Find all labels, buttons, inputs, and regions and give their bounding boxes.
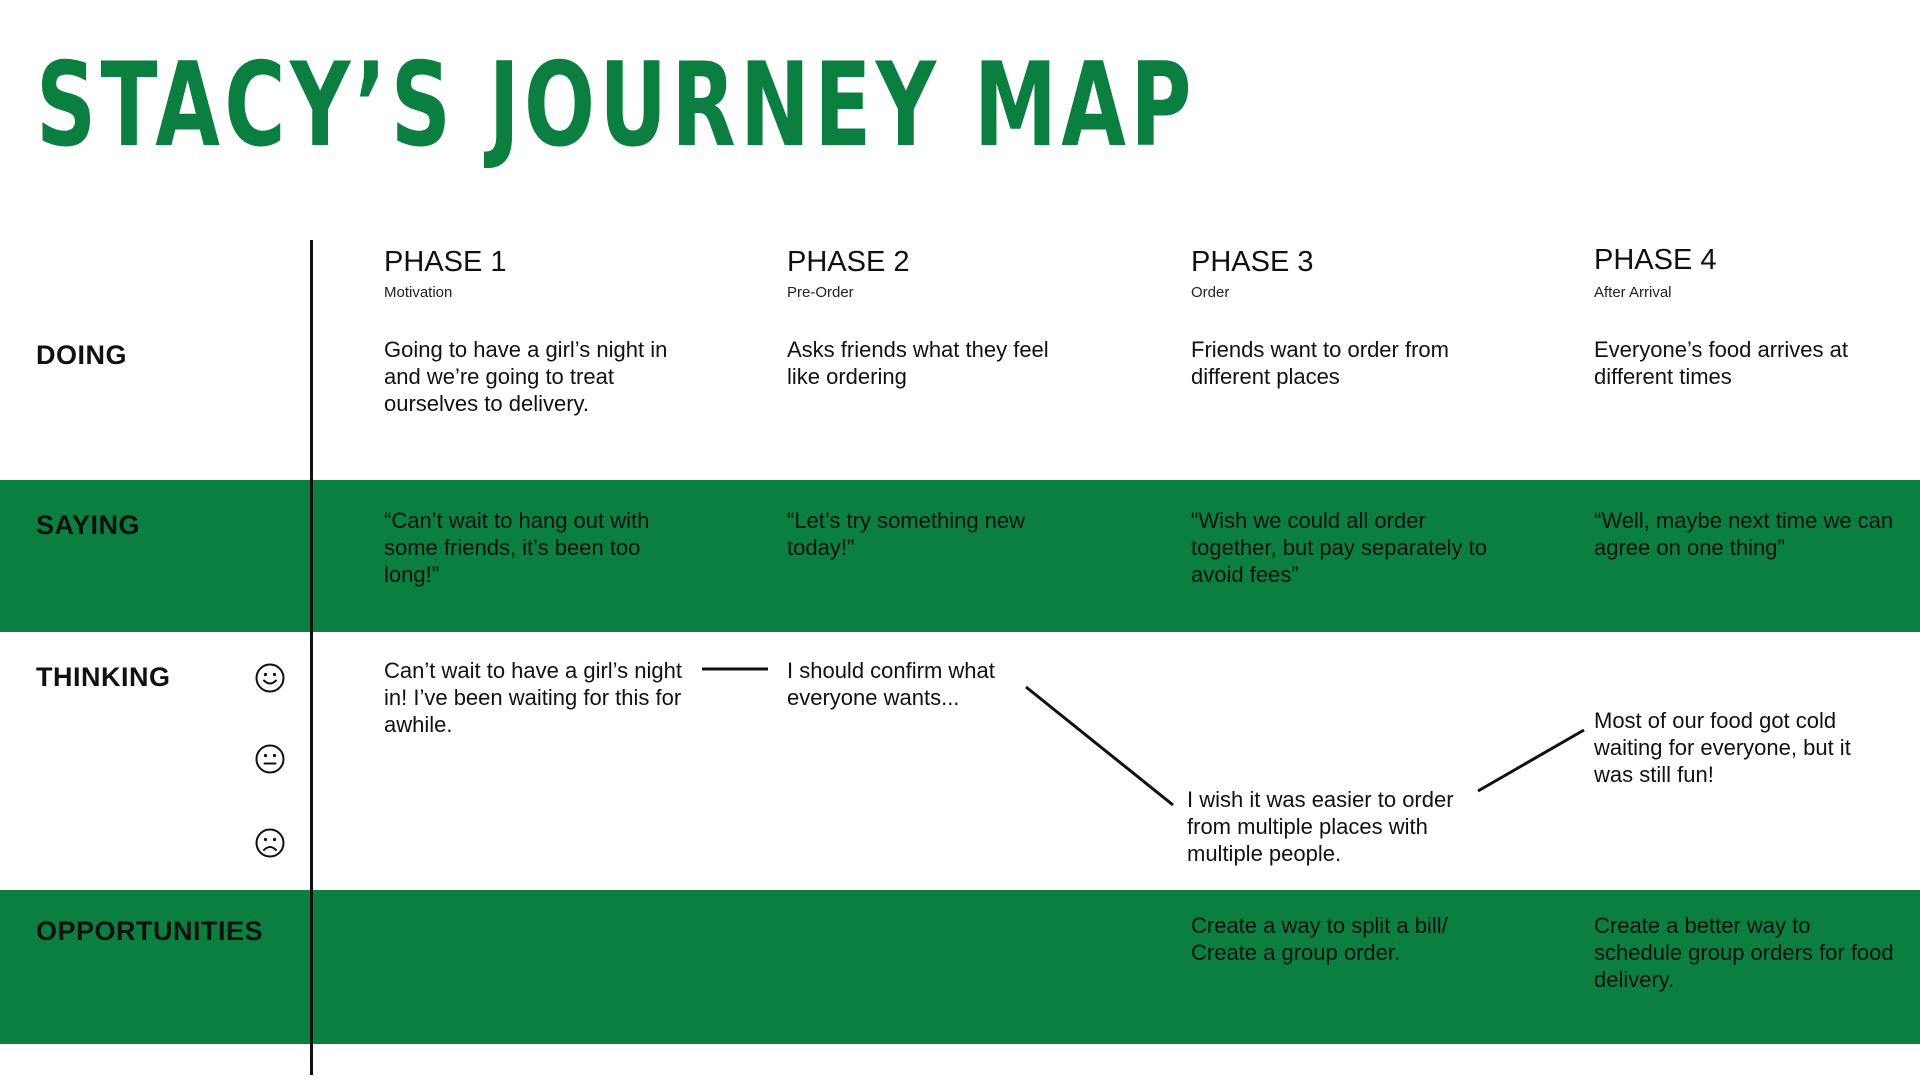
phase-4-saying: “Well, maybe next time we can agree on o… bbox=[1594, 508, 1894, 560]
row-label-thinking: THINKING bbox=[36, 662, 171, 692]
phase-3-thinking: I wish it was easier to order from multi… bbox=[1187, 787, 1454, 866]
row-label-opportunities: OPPORTUNITIES bbox=[36, 916, 264, 946]
row-label-divider bbox=[310, 240, 313, 1075]
neutral-face-icon bbox=[255, 744, 285, 774]
phase-1-subtitle: Motivation bbox=[384, 284, 453, 301]
opportunities-row-band bbox=[0, 890, 1920, 1044]
phase-1-title: PHASE 1 bbox=[384, 246, 507, 278]
phase-1-thinking: Can’t wait to have a girl’s night in! I’… bbox=[384, 658, 682, 737]
phase-4-thinking: Most of our food got cold waiting for ev… bbox=[1594, 708, 1851, 787]
phase-2-title: PHASE 2 bbox=[787, 246, 910, 278]
row-label-doing: DOING bbox=[36, 340, 128, 370]
page-title: STACY’S JOURNEY MAP bbox=[36, 38, 1196, 173]
frowning-face-icon bbox=[255, 828, 285, 858]
phase-4-title: PHASE 4 bbox=[1594, 244, 1717, 276]
smiling-face-icon bbox=[255, 663, 285, 693]
connector-phase-3-to-4 bbox=[1477, 728, 1585, 793]
phase-1-saying: “Can’t wait to hang out with some friend… bbox=[384, 508, 650, 587]
phase-1-doing: Going to have a girl’s night in and we’r… bbox=[384, 337, 668, 416]
phase-2-thinking: I should confirm what everyone wants... bbox=[787, 658, 995, 710]
row-label-saying: SAYING bbox=[36, 510, 141, 540]
phase-2-subtitle: Pre-Order bbox=[787, 284, 854, 301]
phase-3-saying: “Wish we could all order together, but p… bbox=[1191, 508, 1487, 587]
phase-3-subtitle: Order bbox=[1191, 284, 1230, 301]
phase-2-saying: “Let’s try something new today!” bbox=[787, 508, 1026, 560]
phase-4-subtitle: After Arrival bbox=[1594, 284, 1672, 301]
phase-3-doing: Friends want to order from different pla… bbox=[1191, 337, 1449, 389]
phase-4-opportunity: Create a better way to schedule group or… bbox=[1594, 913, 1894, 992]
saying-row-band bbox=[0, 480, 1920, 632]
phase-4-doing: Everyone’s food arrives at different tim… bbox=[1594, 337, 1848, 389]
phase-3-opportunity: Create a way to split a bill/ Create a g… bbox=[1191, 913, 1448, 965]
phase-3-title: PHASE 3 bbox=[1191, 246, 1314, 278]
phase-2-doing: Asks friends what they feel like orderin… bbox=[787, 337, 1049, 389]
